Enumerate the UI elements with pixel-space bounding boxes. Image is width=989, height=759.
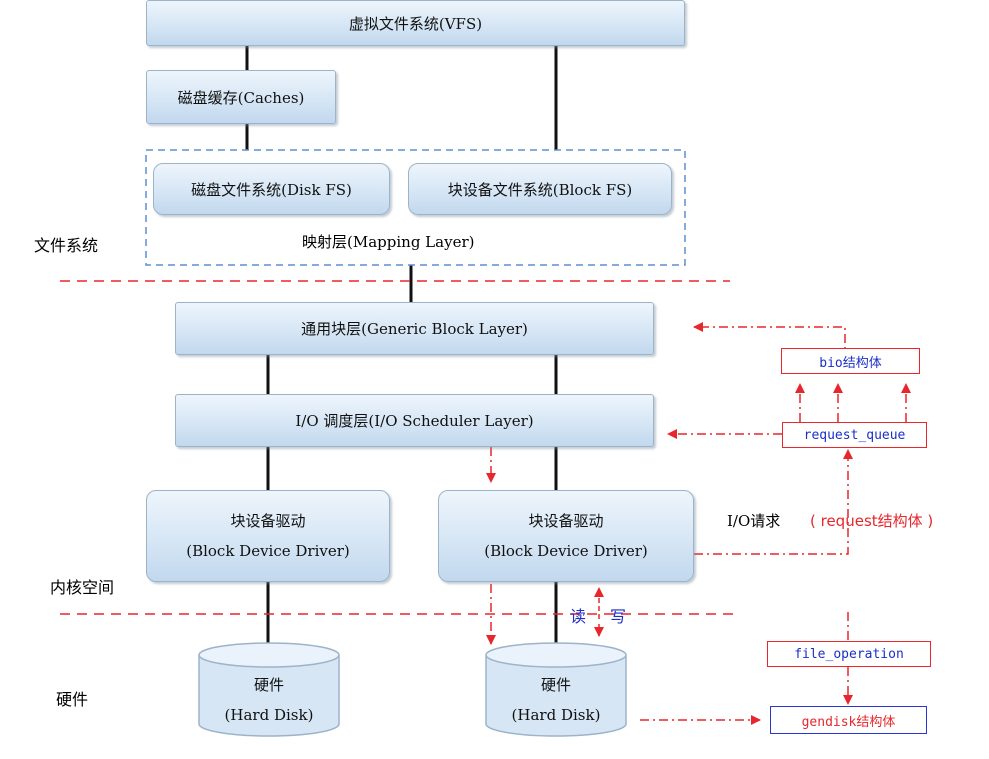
- disk-left-subtitle: (Hard Disk): [224, 706, 314, 724]
- disk-right: [485, 642, 627, 737]
- filesystem-layer-label: 文件系统: [34, 236, 99, 255]
- write-label: 写: [610, 607, 627, 626]
- bio-struct-tag: bio结构体: [781, 348, 920, 374]
- vfs-node: 虚拟文件系统(VFS): [146, 0, 685, 46]
- driver-right-subtitle: (Block Device Driver): [484, 542, 648, 560]
- generic-block-layer-node: 通用块层(Generic Block Layer): [175, 302, 654, 355]
- block-fs-node: 块设备文件系统(Block FS): [408, 163, 672, 215]
- disk-right-subtitle: (Hard Disk): [511, 706, 601, 724]
- read-label: 读: [570, 607, 587, 626]
- driver-left-subtitle: (Block Device Driver): [186, 542, 350, 560]
- disk-right-label: 硬件 (Hard Disk): [486, 670, 626, 730]
- disk-fs-node: 磁盘文件系统(Disk FS): [153, 163, 390, 215]
- hardware-layer-label: 硬件: [56, 690, 89, 709]
- block-device-driver-left: 块设备驱动 (Block Device Driver): [146, 490, 390, 582]
- block-device-driver-right: 块设备驱动 (Block Device Driver): [438, 490, 694, 582]
- layer-separators: [60, 280, 740, 615]
- mapping-layer-group: [145, 149, 686, 266]
- red-flow-arrows: [486, 322, 911, 725]
- file-operation-tag: file_operation: [767, 641, 931, 667]
- request-queue-tag: request_queue: [782, 422, 927, 448]
- gendisk-struct-tag: gendisk结构体: [770, 706, 927, 734]
- request-struct-label: ( request结构体 ): [810, 512, 934, 530]
- io-request-label: I/O请求: [727, 512, 781, 530]
- mapping-layer-label: 映射层(Mapping Layer): [302, 233, 475, 251]
- disk-left: [198, 642, 340, 737]
- driver-right-name: 块设备驱动: [528, 512, 604, 530]
- driver-left-name: 块设备驱动: [230, 512, 306, 530]
- disk-left-name: 硬件: [253, 676, 284, 694]
- disk-right-name: 硬件: [540, 676, 571, 694]
- io-scheduler-layer-node: I/O 调度层(I/O Scheduler Layer): [175, 394, 654, 447]
- disk-left-label: 硬件 (Hard Disk): [199, 670, 339, 730]
- caches-node: 磁盘缓存(Caches): [146, 70, 336, 124]
- kernel-space-layer-label: 内核空间: [50, 578, 115, 597]
